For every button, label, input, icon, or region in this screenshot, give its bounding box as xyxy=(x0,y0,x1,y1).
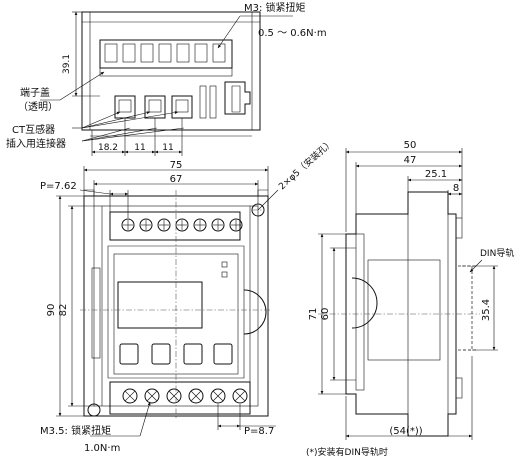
mount-hole-label: 2×φ5（安装孔） xyxy=(276,137,336,193)
front-top-terminal-screws xyxy=(121,218,243,232)
side-depth-total: 50 xyxy=(404,140,417,151)
front-key-3 xyxy=(183,343,203,365)
din-rail xyxy=(462,265,473,351)
side-bottom-dim: (54(*)) xyxy=(389,426,422,437)
front-width-inner: 67 xyxy=(170,174,183,185)
top-height-dim: 39.1 xyxy=(62,54,72,74)
front-bottom-terminal-strip xyxy=(109,381,251,415)
terminal-cover-label: 端子盖 xyxy=(20,86,50,99)
ct-connector-1 xyxy=(114,95,136,119)
front-key-4 xyxy=(213,343,233,365)
din-clip-top xyxy=(224,81,251,115)
side-height-60: 60 xyxy=(320,308,331,321)
side-footnote: (*)安装有DIN导轨时 xyxy=(306,446,388,458)
pitch-top: P=7.62 xyxy=(40,181,77,192)
side-height-71: 71 xyxy=(308,308,319,321)
front-cover xyxy=(107,245,245,379)
ct-connector-3 xyxy=(171,95,193,119)
led-indicator xyxy=(221,261,228,268)
side-depth-d: 8 xyxy=(453,183,459,194)
front-release-tab xyxy=(243,289,267,335)
front-bottom-terminal-screws xyxy=(122,388,248,404)
pitch-bottom: P=8.7 xyxy=(244,426,274,437)
front-torque-value: 1.0N·m xyxy=(84,443,120,454)
mount-hole-bottom xyxy=(87,403,101,417)
terminal-cover-note: （透明） xyxy=(18,101,58,113)
top-dim-b: 11 xyxy=(134,143,145,153)
din-dim: 35.4 xyxy=(481,299,492,321)
front-height-inner: 82 xyxy=(58,304,69,317)
front-top-terminal-strip xyxy=(109,211,241,241)
top-dim-c: 11 xyxy=(162,143,173,153)
top-view: 39.1 M3: 锁紧扭矩 0.5 ～ 0.6N·m 端子盖 （透明） CT互感… xyxy=(6,1,327,156)
top-terminal-screws xyxy=(104,43,226,63)
ct-label: CT互感器 xyxy=(12,123,55,136)
din-rail-label: DIN导轨 xyxy=(480,247,514,259)
top-torque-label: M3: 锁紧扭矩 xyxy=(244,1,306,14)
side-depth-c: 25.1 xyxy=(425,169,447,180)
side-release-tab xyxy=(351,277,378,329)
front-height-total: 90 xyxy=(46,304,57,317)
front-view: 75 67 P=7.62 2×φ5（安装孔） 90 82 M3.5: 锁紧扭矩 … xyxy=(40,137,336,454)
front-width-total: 75 xyxy=(170,160,183,171)
front-torque-label: M3.5: 锁紧扭矩 xyxy=(40,424,111,437)
side-depth-b: 47 xyxy=(404,155,417,166)
plugin-connector-label: 插入用连接器 xyxy=(6,137,66,150)
side-view: 50 47 25.1 8 71 60 DIN导轨 35.4 (54(*)) (*… xyxy=(306,140,514,458)
display-window xyxy=(117,281,203,329)
front-key-1 xyxy=(119,343,139,365)
led-indicator xyxy=(221,271,228,278)
top-dim-a: 18.2 xyxy=(98,143,118,153)
top-view-body xyxy=(81,11,261,131)
side-view-body xyxy=(345,191,457,437)
top-torque-value: 0.5 ～ 0.6N·m xyxy=(258,28,327,39)
front-key-2 xyxy=(151,343,171,365)
